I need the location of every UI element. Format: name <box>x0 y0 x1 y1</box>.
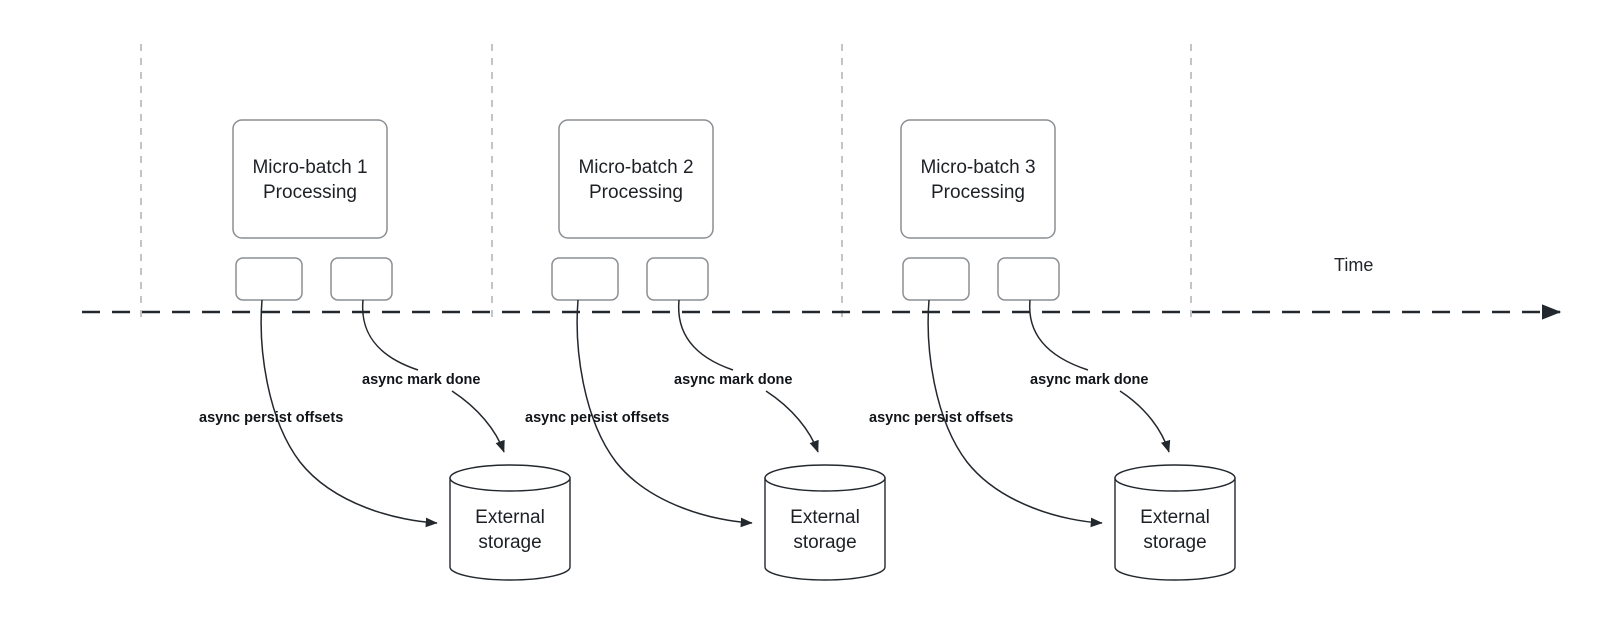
edge-mark-done-2-b <box>765 390 819 453</box>
edge-mark-done-1-b <box>451 390 505 453</box>
process-box-1[interactable] <box>232 119 388 239</box>
external-storage-1[interactable] <box>449 464 571 581</box>
edge-label-persist-offsets-1: async persist offsets <box>199 410 344 426</box>
group-2-shapes <box>551 119 886 581</box>
edge-mark-done-3-a <box>1028 299 1089 371</box>
external-storage-3[interactable] <box>1114 464 1236 581</box>
task-box-3-left[interactable] <box>902 257 970 301</box>
group-1-shapes <box>232 119 571 581</box>
edge-persist-offsets-1 <box>260 299 438 528</box>
edge-label-persist-offsets-2: async persist offsets <box>525 410 670 426</box>
time-axis-label: Time <box>1334 255 1374 275</box>
task-box-1-left[interactable] <box>235 257 303 301</box>
external-storage-2[interactable] <box>764 464 886 581</box>
task-box-3-right[interactable] <box>997 257 1060 301</box>
task-box-1-right[interactable] <box>330 257 393 301</box>
edge-mark-done-2-a <box>677 299 734 371</box>
edge-label-mark-done-2: async mark done <box>674 372 793 388</box>
edge-mark-done-3-b <box>1119 390 1171 453</box>
process-box-2[interactable] <box>558 119 714 239</box>
edge-label-mark-done-1: async mark done <box>362 372 481 388</box>
edge-mark-done-1-a <box>361 299 419 371</box>
edge-label-mark-done-3: async mark done <box>1030 372 1149 388</box>
task-box-2-left[interactable] <box>551 257 619 301</box>
edge-persist-offsets-3 <box>927 299 1103 528</box>
group-3-shapes <box>900 119 1236 581</box>
task-box-2-right[interactable] <box>646 257 709 301</box>
timeline-tick-lines <box>140 44 1192 322</box>
process-box-3[interactable] <box>900 119 1056 239</box>
edge-label-persist-offsets-3: async persist offsets <box>869 410 1014 426</box>
edge-persist-offsets-2 <box>576 299 753 528</box>
